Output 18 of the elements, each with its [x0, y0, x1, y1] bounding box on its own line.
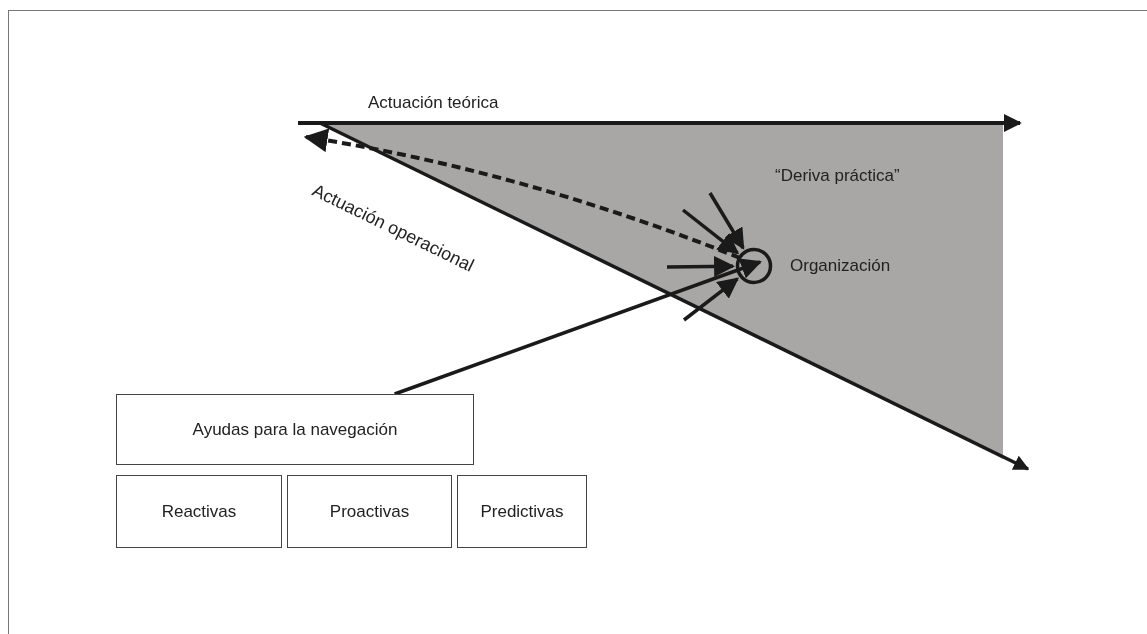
box-label: Ayudas para la navegación — [192, 419, 398, 440]
arrow — [681, 208, 740, 255]
node-caption: Organización — [790, 256, 891, 276]
box-label: Proactivas — [329, 501, 410, 522]
circle-node — [736, 248, 772, 284]
arrow — [667, 255, 736, 277]
arrow — [708, 192, 745, 250]
arrow — [682, 277, 740, 322]
box-label: Reactivas — [161, 501, 237, 522]
axis-label: Actuación teórica — [368, 93, 499, 113]
arrow — [303, 128, 741, 260]
category-box — [116, 475, 282, 548]
arrow — [394, 258, 762, 396]
box-label: Predictivas — [480, 501, 564, 522]
category-box — [116, 394, 474, 465]
category-box — [287, 475, 452, 548]
category-box — [457, 475, 587, 548]
region-label: “Deriva práctica” — [775, 166, 900, 186]
